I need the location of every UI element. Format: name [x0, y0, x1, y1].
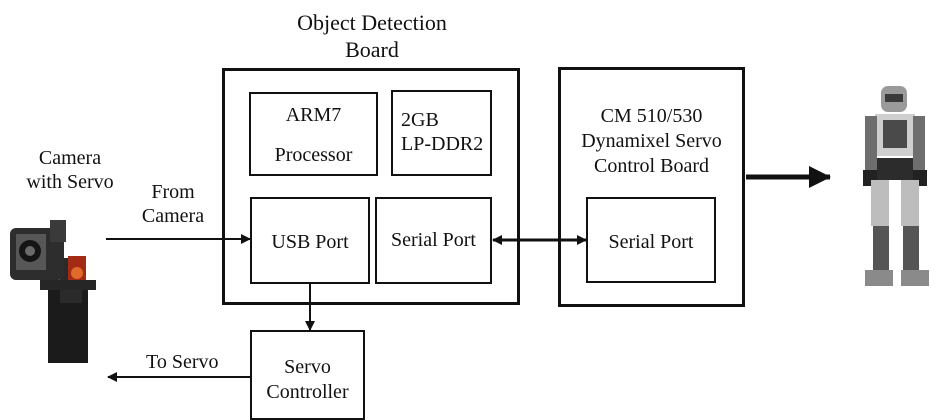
arm7-processor-box: ARM7 Processor	[249, 92, 378, 176]
camera-line2: with Servo	[26, 171, 114, 193]
arm7-line2: Processor	[274, 144, 353, 166]
camera-line1: Camera	[38, 147, 102, 169]
cm-control-board: CM 510/530 Dynamixel Servo Control Board	[558, 67, 745, 307]
object-detection-board	[222, 68, 520, 305]
camera-label: Camera with Servo	[8, 146, 132, 194]
cm-board-label: CM 510/530 Dynamixel Servo Control Board	[561, 104, 742, 179]
memory-line2: LP-DDR2	[401, 133, 484, 155]
to-servo-label: To Servo	[146, 351, 219, 373]
memory-line1: 2GB	[401, 109, 439, 131]
servo-controller-box: Servo Controller	[250, 330, 365, 420]
serial-port-right-label: Serial Port	[608, 231, 694, 253]
serial-port-left-label: Serial Port	[391, 229, 476, 251]
cm-board-line2: Dynamixel Servo	[581, 130, 722, 152]
arm7-line1: ARM7	[285, 104, 342, 126]
camera-with-servo-image	[10, 220, 96, 363]
usb-port-label: USB Port	[271, 231, 349, 253]
arm7-label: ARM7 Processor	[251, 102, 376, 168]
board-title-line2: Board	[345, 37, 399, 62]
board-title-line1: Object Detection	[297, 10, 447, 35]
memory-box: 2GB LP-DDR2	[391, 90, 492, 176]
usb-port-box: USB Port	[250, 197, 370, 284]
servo-controller-label: Servo Controller	[252, 355, 363, 405]
board-title: Object Detection Board	[262, 9, 482, 63]
cm-board-line1: CM 510/530	[600, 105, 703, 127]
servo-controller-line2: Controller	[266, 381, 349, 403]
serial-port-left-box: Serial Port	[375, 197, 492, 284]
humanoid-robot-image	[863, 86, 929, 286]
from-camera-line1: From	[151, 181, 195, 203]
memory-label: 2GB LP-DDR2	[401, 108, 483, 156]
from-camera-label: From Camera	[118, 180, 228, 228]
from-camera-line2: Camera	[141, 205, 205, 227]
servo-controller-line1: Servo	[284, 356, 331, 378]
cm-board-line3: Control Board	[594, 155, 709, 177]
serial-port-right-box: Serial Port	[586, 197, 716, 283]
